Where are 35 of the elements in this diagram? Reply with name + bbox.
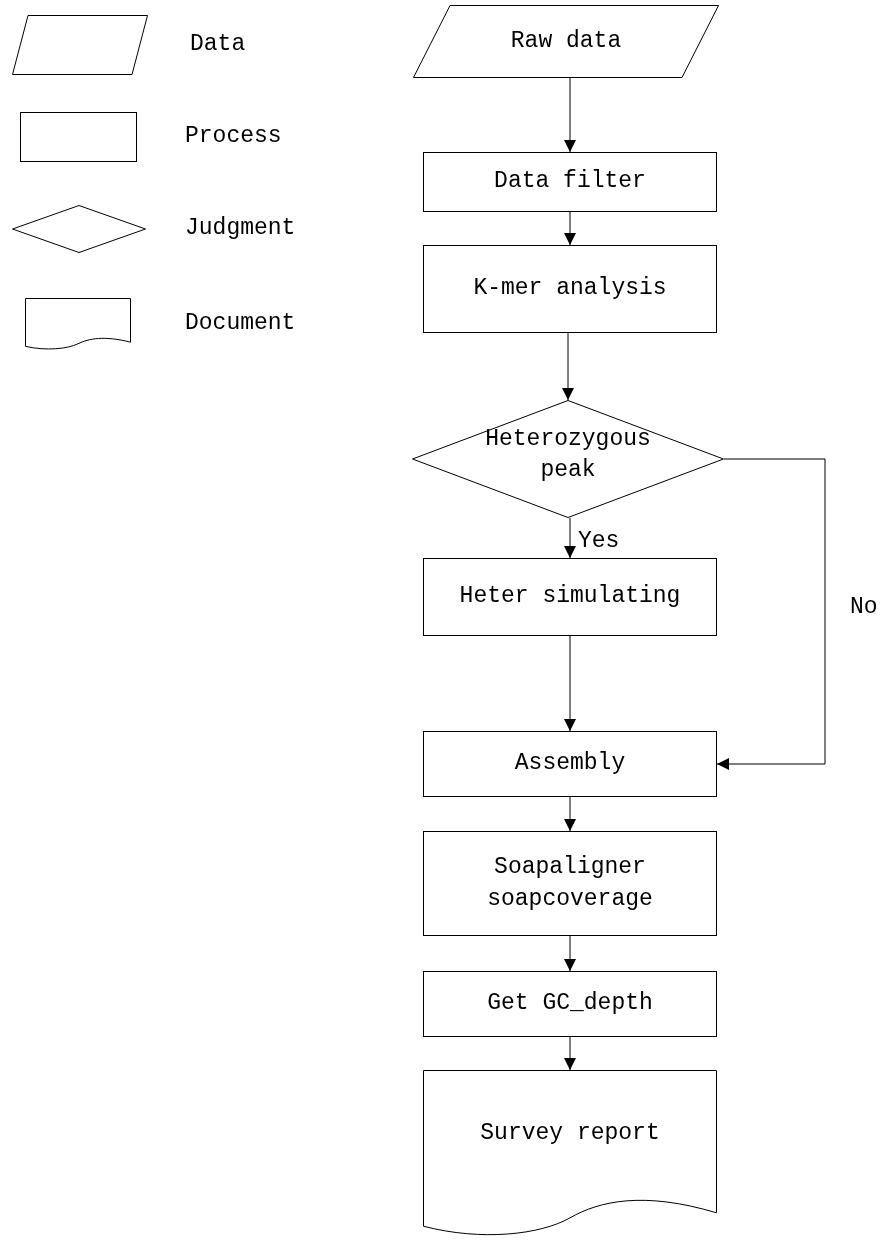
process-box — [20, 112, 137, 162]
data-parallelogram — [413, 5, 719, 78]
arrow — [564, 517, 576, 559]
decision-diamond — [412, 400, 724, 518]
node-label: Raw data — [509, 26, 623, 56]
node-label: Assembly — [513, 749, 627, 779]
node-label: Get GC_depth — [486, 989, 654, 1019]
arrow — [564, 211, 576, 246]
decision-diamond — [12, 205, 146, 253]
document-shape — [423, 1070, 717, 1238]
node-label: K-mer analysis — [472, 274, 668, 304]
arrow — [564, 635, 576, 732]
legend-label: Data — [190, 33, 246, 56]
legend-label: Document — [185, 312, 296, 335]
node-label: Data filter — [493, 167, 647, 197]
process-box — [423, 245, 717, 333]
legend-label: Judgment — [185, 217, 296, 240]
arrow — [564, 796, 576, 832]
process-box — [423, 731, 717, 797]
process-box — [423, 558, 717, 636]
data-parallelogram — [12, 15, 148, 75]
arrow — [564, 935, 576, 972]
legend-label: Process — [185, 125, 282, 148]
node-label: Heterozygous peak — [484, 424, 652, 485]
process-box — [423, 831, 717, 936]
node-label: Heter simulating — [458, 582, 682, 612]
arrow — [716, 458, 826, 770]
process-box — [423, 971, 717, 1037]
node-label: Soapaligner soapcoverage — [486, 853, 654, 914]
document-shape — [25, 298, 131, 350]
process-box — [423, 152, 717, 212]
arrow — [562, 332, 574, 401]
arrow — [564, 1036, 576, 1071]
arrow — [564, 77, 576, 153]
node-label: Survey report — [479, 1119, 661, 1149]
